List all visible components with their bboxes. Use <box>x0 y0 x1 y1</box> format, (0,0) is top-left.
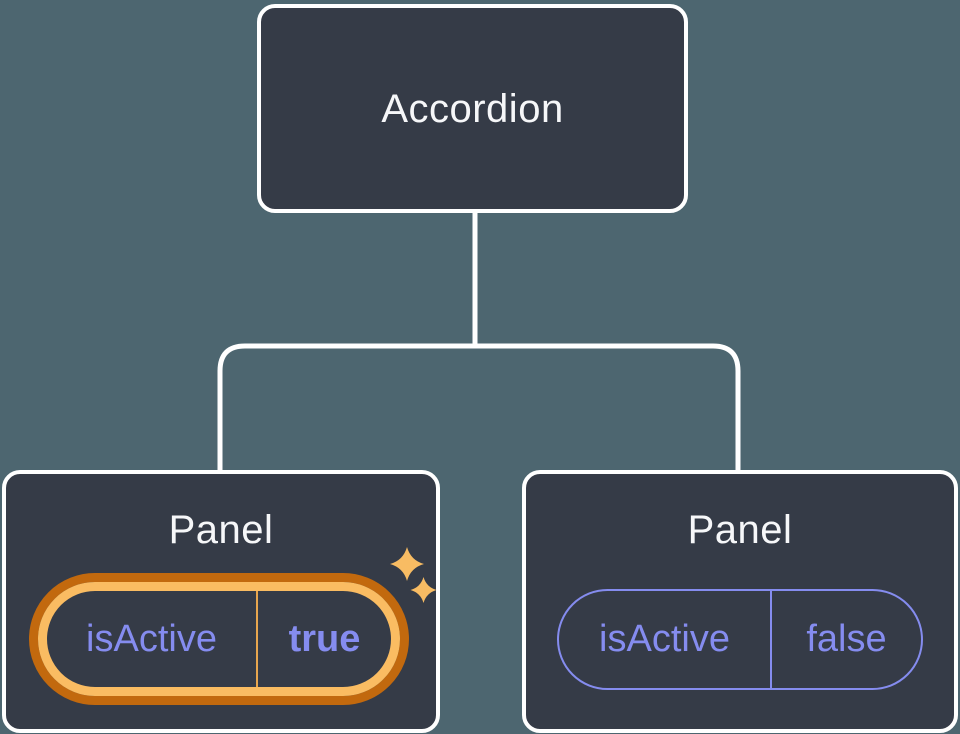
prop-pill-active-inner: isActive true <box>38 582 400 696</box>
prop-value: false <box>806 618 887 660</box>
node-panel-inactive-label: Panel <box>687 508 793 552</box>
node-panel-active: Panel isActive true <box>2 470 440 733</box>
prop-pill-divider <box>256 591 258 687</box>
prop-value: true <box>288 617 361 660</box>
prop-pill-divider <box>770 591 772 688</box>
node-panel-inactive: Panel isActive false <box>522 470 958 733</box>
prop-name: isActive <box>599 618 730 660</box>
node-accordion-label: Accordion <box>381 86 564 131</box>
sparkle-small <box>410 577 437 603</box>
prop-pill-active: isActive true <box>29 573 409 705</box>
node-panel-active-label: Panel <box>168 508 274 552</box>
sparkle-large <box>390 547 424 581</box>
connector-branch-bracket <box>217 343 741 471</box>
node-accordion: Accordion <box>257 4 688 213</box>
prop-pill-inactive: isActive false <box>557 589 923 690</box>
prop-name: isActive <box>86 617 217 660</box>
sparkle-icon <box>390 547 437 603</box>
